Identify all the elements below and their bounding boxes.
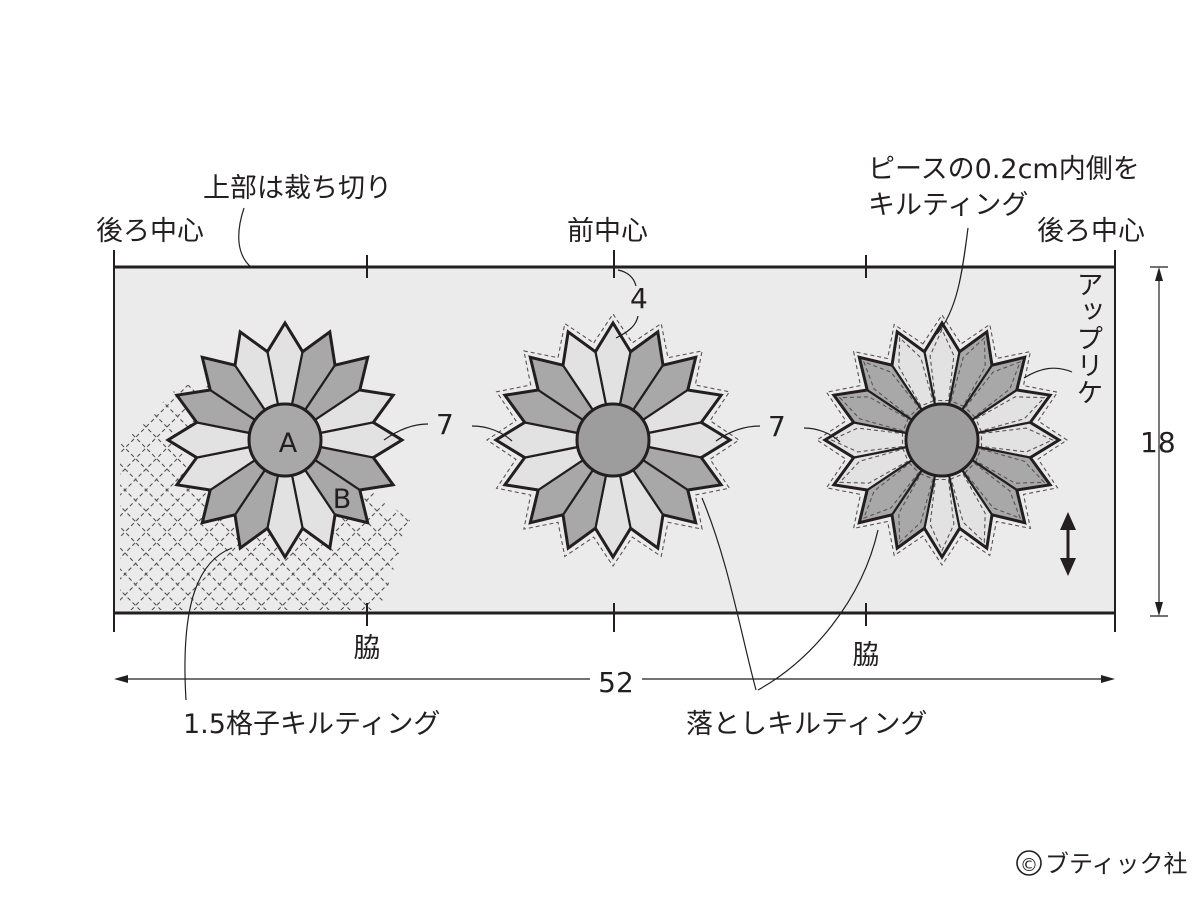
flower-center [904,402,980,478]
piece-a-label: A [279,428,298,459]
petal-inner-quilting [898,473,934,544]
quilting-outline [486,313,740,567]
lattice-line [0,360,45,620]
petal-inner-quilting [950,473,986,544]
petal-inner-quilting [862,462,920,520]
applique-outline [816,314,1068,566]
back-center-right-label: 後ろ中心 [1037,216,1145,247]
front-center-label: 前中心 [567,216,648,247]
petal-gap-dimension: 4 [630,282,648,315]
petal-inner-quilting [929,478,955,552]
flower-outline [822,320,1062,560]
top-cut-leader [238,207,253,269]
petal-inner-quilting [980,427,1054,453]
height-dimension: 18 [1140,426,1176,459]
lattice-line [0,360,24,620]
ditch-quilting-label: 落としキルティング [686,709,927,740]
flower-gap-left-leader-1 [383,423,429,441]
ditch-leader-1 [701,497,757,691]
flower-gap-left-dimension: 7 [436,408,454,441]
petal-inner-quilting [975,396,1046,432]
lattice-line [0,360,66,620]
lattice-line [0,360,108,620]
piece-b-label: B [333,484,352,515]
lattice-quilting-label: 1.5格子キルティング [183,709,440,740]
petal-inner-quilting [964,360,1022,418]
lattice-line [0,360,24,620]
dresden-plate-flower-3 [816,314,1068,566]
flower-center [247,402,323,478]
lattice-line [0,360,3,620]
lattice-line [0,360,3,620]
flower-center [575,402,651,478]
lattice-line [0,360,108,620]
lattice-line [120,385,256,610]
lattice-line [120,385,130,610]
width-dimension-line [114,675,1115,683]
applique-leader [1023,367,1073,379]
flower-gap-right-leader-1 [715,425,761,442]
side-left-label: 脇 [354,633,381,664]
quilting-inner-leader [936,227,969,335]
side-right-label: 脇 [853,640,880,671]
grain-direction-arrow [1060,512,1076,576]
petal-gap-leader-2 [615,315,639,339]
lattice-line [0,360,45,620]
petal-inner-quilting [950,336,986,407]
flower-gap-left-leader-2 [471,425,513,442]
height-dimension-line [1150,266,1168,617]
flower-gap-right-dimension: 7 [768,410,786,443]
petal-inner-quilting [862,360,920,418]
lattice-line [120,385,130,610]
lattice-line [120,385,319,610]
petal-gap-leader-1 [617,269,637,287]
flower-outline [493,320,733,560]
quilting-inner-label-2: キルティング [868,190,1028,221]
petal-inner-quilting [975,448,1046,484]
quilting-inner-label-1: ピースの0.2cm内側を [868,154,1140,185]
copyright-label: ブティック社 [1045,850,1188,878]
lattice-line [120,385,277,610]
petal-inner-quilting [838,448,909,484]
petal-inner-quilting [838,396,909,432]
copyright-symbol: © [1020,855,1038,876]
registration-ticks [113,250,1116,632]
dresden-plate-flower-2 [486,313,740,567]
back-center-left-label: 後ろ中心 [96,216,204,247]
top-cut-label: 上部は裁ち切り [203,173,392,204]
petal-inner-quilting [830,427,904,453]
petal-inner-quilting [898,336,934,407]
flower-gap-right-leader-2 [803,427,841,443]
lattice-line [0,360,87,620]
copyright-circle [1016,850,1042,876]
dresden-plate-flower-1 [165,320,405,560]
petal-inner-quilting [964,462,1022,520]
flower-outline [165,320,405,560]
lattice-line [0,360,87,620]
applique-label: アップリケ [1072,271,1103,406]
width-dimension: 52 [598,666,634,699]
lattice-line [0,360,66,620]
ditch-leader-2 [757,529,879,691]
lattice-line [120,385,298,610]
petal-inner-quilting [929,328,955,402]
lattice-leader [184,547,233,701]
